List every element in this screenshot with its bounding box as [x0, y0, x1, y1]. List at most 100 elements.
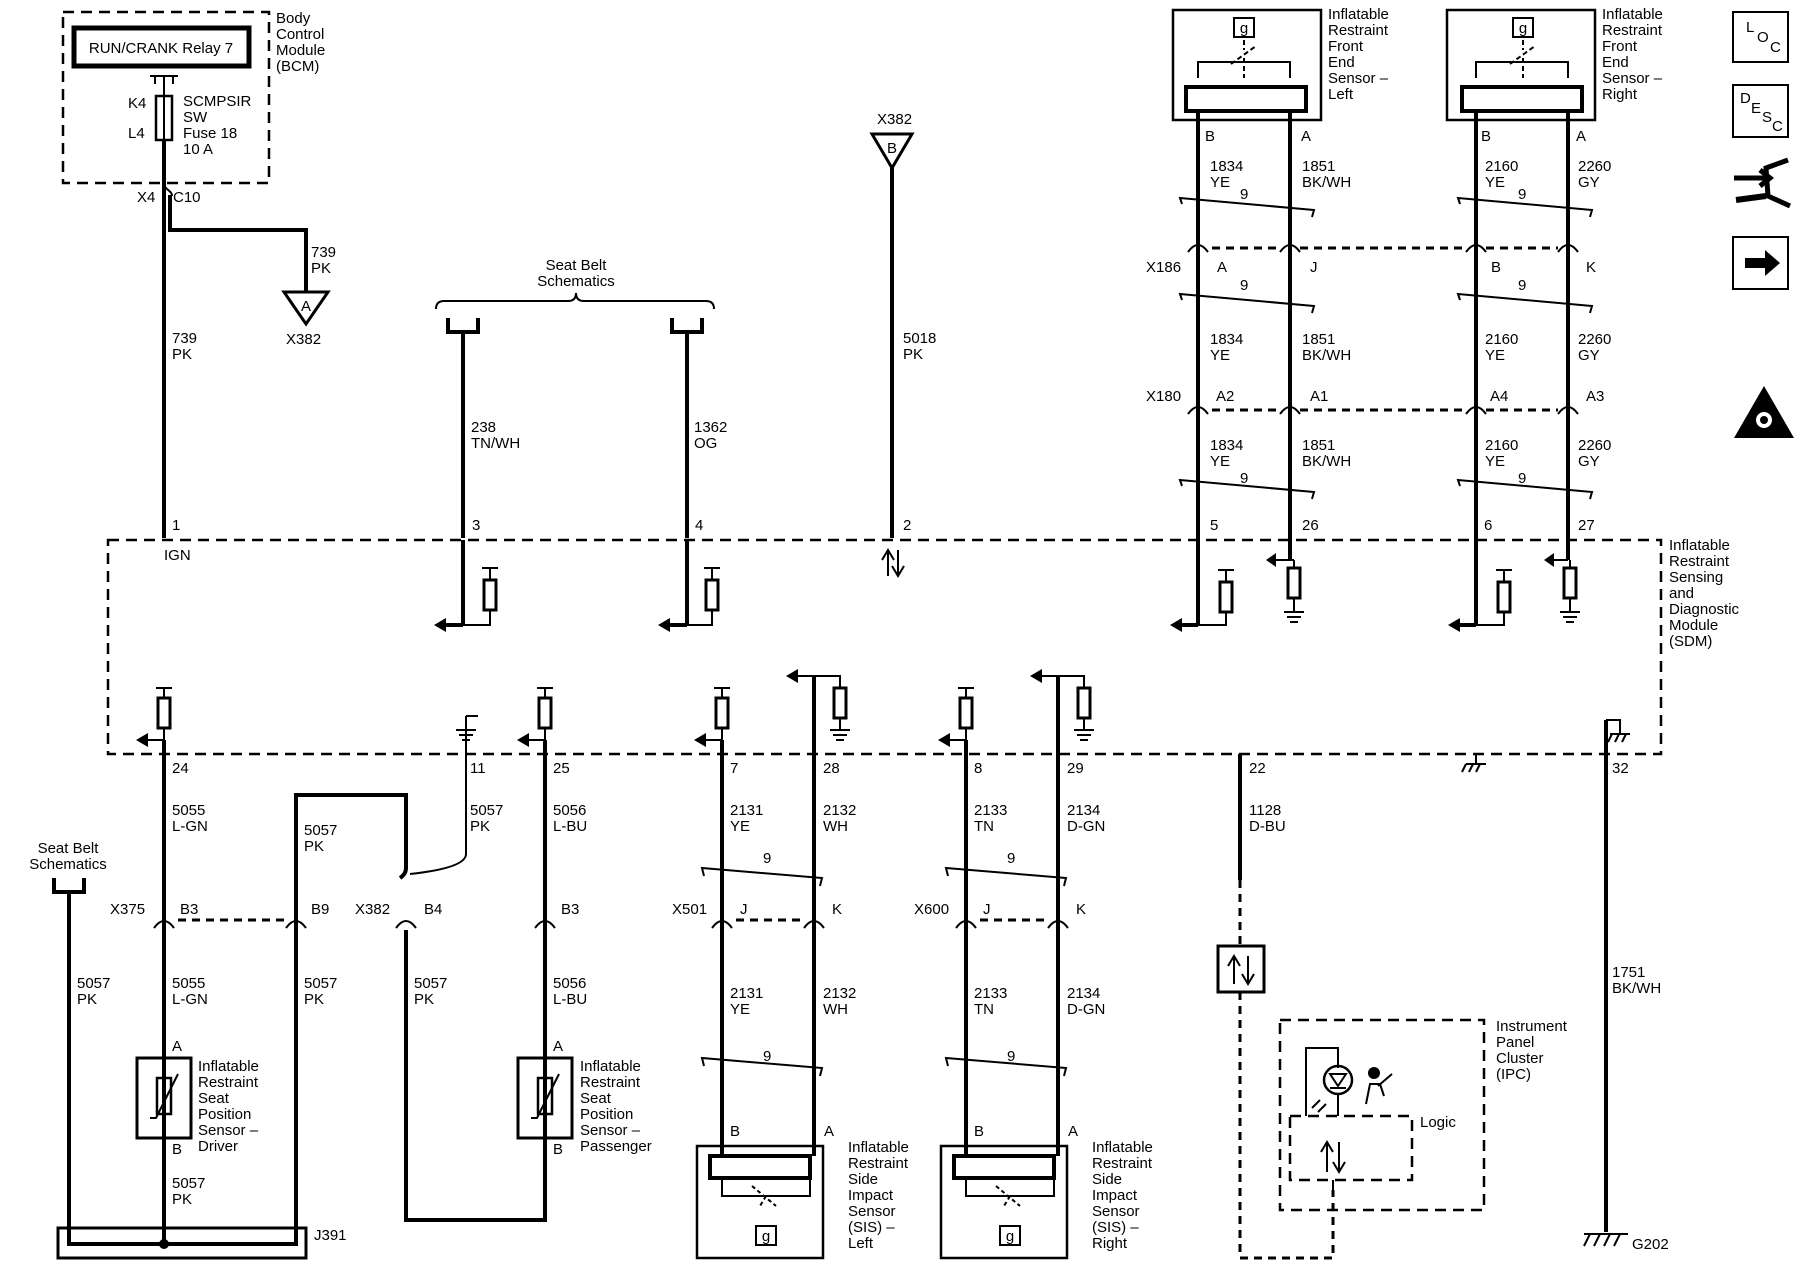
ipc-title-2: Panel	[1496, 1034, 1534, 1051]
w11-color: PK	[470, 818, 490, 835]
bidirectional-arrow-icon	[881, 548, 905, 578]
front-left-title-2: Restraint	[1328, 22, 1389, 39]
seatbelt-top-title-1: Seat Belt	[546, 257, 608, 274]
x600-pin-k: K	[1076, 901, 1086, 918]
bcm-connector-x4: X4	[137, 189, 155, 206]
x186-name: X186	[1146, 259, 1181, 276]
wire-238-label-color: TN/WH	[471, 435, 520, 452]
fr-w2-color-b: GY	[1578, 347, 1600, 364]
wire-1362-label-num: 1362	[694, 419, 727, 436]
front-right-title-4: End	[1602, 54, 1629, 71]
bcm-title-line1: Body	[276, 10, 311, 27]
driver-pin-a: A	[172, 1038, 182, 1055]
w25-num-b: 5056	[553, 975, 586, 992]
side-right-title-2: Restraint	[1092, 1155, 1153, 1172]
sdm-title-3: Sensing	[1669, 569, 1723, 586]
driver-title-6: Driver	[198, 1138, 238, 1155]
fuse-desc-line1: SCMPSIR	[183, 93, 252, 110]
w29-num-b: 2134	[1067, 985, 1100, 1002]
sdm-title-1: Inflatable	[1669, 537, 1730, 554]
sdm-pin-2: 2	[903, 517, 911, 534]
run-crank-relay-box	[71, 25, 252, 69]
passenger-title-6: Passenger	[580, 1138, 652, 1155]
passenger-pin-b: B	[553, 1141, 563, 1158]
side-left-title-1: Inflatable	[848, 1139, 909, 1156]
front-left-title-4: End	[1328, 54, 1355, 71]
svg-text:E: E	[1751, 100, 1761, 117]
svg-text:D: D	[1740, 90, 1751, 107]
w24-num: 5055	[172, 802, 205, 819]
twisted-pair-marks	[1178, 196, 1594, 500]
seat-position-sensor-passenger	[516, 1056, 574, 1140]
fr-w2-num-c: 2260	[1578, 437, 1611, 454]
sdm-module-box	[106, 538, 1663, 756]
fuse-desc-line3: Fuse 18	[183, 125, 237, 142]
x382-pin-b3: B3	[561, 901, 579, 918]
serial-data-dashed-2	[1238, 992, 1335, 1260]
svg-text:S: S	[1762, 109, 1772, 126]
front-left-title-5: Sensor –	[1328, 70, 1389, 87]
twist-x501-bottom: 9	[763, 1048, 771, 1065]
fl-twist-3: 9	[1240, 470, 1248, 487]
loc-button[interactable]: L O C	[1732, 11, 1789, 63]
sdm-pin-3: 3	[472, 517, 480, 534]
front-left-title-3: Front	[1328, 38, 1364, 55]
ipc-title-1: Instrument	[1496, 1018, 1568, 1035]
w22-color: D-BU	[1249, 818, 1286, 835]
w9-color-b: PK	[304, 991, 324, 1008]
fr-w1-num-b: 2160	[1485, 331, 1518, 348]
svg-text:g: g	[1006, 1228, 1014, 1245]
wire-1362-label-color: OG	[694, 435, 717, 452]
bcm-title-line3: Module	[276, 42, 325, 59]
next-arrow-button[interactable]	[1732, 236, 1789, 290]
fl-w1-num-a: 1834	[1210, 158, 1243, 175]
w28-num: 2132	[823, 802, 856, 819]
w11-color-b: PK	[414, 991, 434, 1008]
x180-name: X180	[1146, 388, 1181, 405]
fl-w2-num-a: 1851	[1302, 158, 1335, 175]
sdm-pin-8: 8	[974, 760, 982, 777]
fuse-pin-l4: L4	[128, 125, 145, 142]
wire-739-branch-label-num: 739	[311, 244, 336, 261]
fr-w2-color-c: GY	[1578, 453, 1600, 470]
sdm-pin-28: 28	[823, 760, 840, 777]
passenger-title-2: Restraint	[580, 1074, 641, 1091]
fl-w1-num-c: 1834	[1210, 437, 1243, 454]
fr-twist-2: 9	[1518, 277, 1526, 294]
desc-button[interactable]: D E S C	[1732, 84, 1789, 138]
bcm-module: RUN/CRANK Relay 7 Body Control Module (B…	[61, 10, 325, 185]
fl-w2-color-b: BK/WH	[1302, 347, 1351, 364]
ipc-module	[1278, 1018, 1486, 1212]
fr-w2-num-a: 2260	[1578, 158, 1611, 175]
wire-238-label-num: 238	[471, 419, 496, 436]
connector-x382-b-letter: B	[887, 140, 897, 157]
fl-w2-num-b: 1851	[1302, 331, 1335, 348]
bottom-wires	[162, 716, 1608, 1246]
w9-color: PK	[304, 838, 324, 855]
fr-w2-color-a: GY	[1578, 174, 1600, 191]
passenger-title-1: Inflatable	[580, 1058, 641, 1075]
fuse-pin-k4: K4	[128, 95, 146, 112]
fr-w1-color-c: YE	[1485, 453, 1505, 470]
driver-title-2: Restraint	[198, 1074, 259, 1091]
side-left-title-5: Sensor	[848, 1203, 896, 1220]
sdm-internal-top-circuits	[434, 540, 1580, 632]
sdm-pin-26: 26	[1302, 517, 1319, 534]
passenger-title-5: Sensor –	[580, 1122, 641, 1139]
warning-icon[interactable]	[1734, 386, 1794, 438]
w25-color-b: L-BU	[553, 991, 587, 1008]
x180-pin-a2: A2	[1216, 388, 1234, 405]
driver-title-1: Inflatable	[198, 1058, 259, 1075]
sdm-ign-label: IGN	[164, 547, 191, 564]
w32-color: BK/WH	[1612, 980, 1661, 997]
w8-color: TN	[974, 818, 994, 835]
w32-num: 1751	[1612, 964, 1645, 981]
w9-num-b: 5057	[304, 975, 337, 992]
w8-color-b: TN	[974, 1001, 994, 1018]
serial-data-bidirectional-icon[interactable]	[1216, 944, 1266, 994]
connector-view-icon[interactable]	[1734, 157, 1792, 209]
sdm-pin-25: 25	[553, 760, 570, 777]
side-right-title-1: Inflatable	[1092, 1139, 1153, 1156]
connector-x382-a-letter: A	[301, 298, 311, 315]
front-sensor-wires	[1196, 122, 1570, 625]
